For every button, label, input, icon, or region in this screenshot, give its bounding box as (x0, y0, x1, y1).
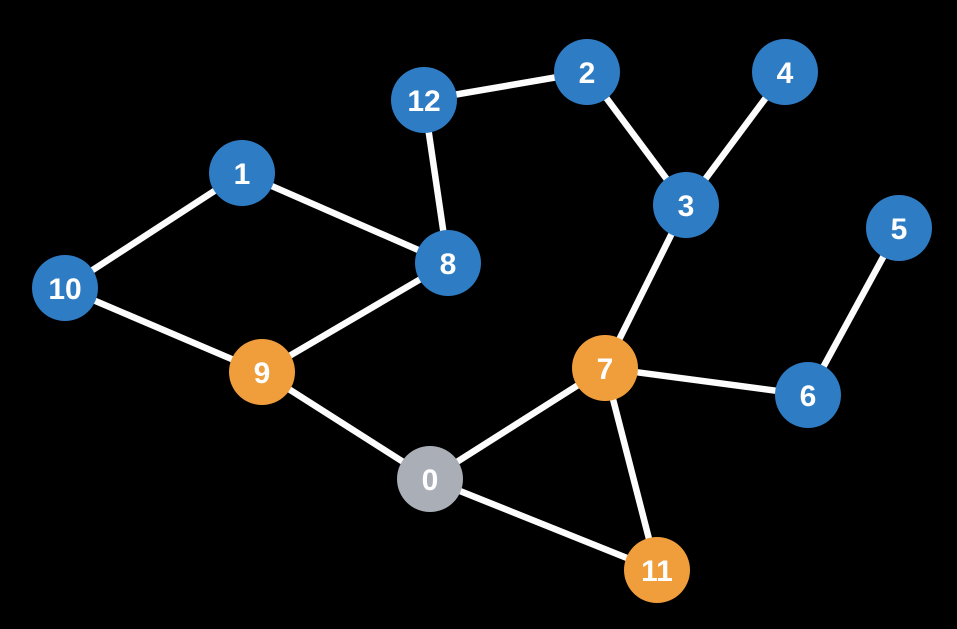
node-circle (866, 195, 932, 261)
node-circle (391, 67, 457, 133)
graph-node-3[interactable]: 3 (653, 172, 719, 238)
graph-node-1[interactable]: 1 (209, 140, 275, 206)
node-circle (209, 140, 275, 206)
graph-node-7[interactable]: 7 (572, 335, 638, 401)
graph-node-2[interactable]: 2 (554, 39, 620, 105)
node-circle (415, 230, 481, 296)
graph-node-12[interactable]: 12 (391, 67, 457, 133)
edge-1-8 (240, 170, 450, 266)
edge-7-11 (601, 367, 661, 571)
node-circle (653, 172, 719, 238)
graph-node-11[interactable]: 11 (624, 537, 690, 603)
edge-1-10 (63, 170, 244, 291)
node-circle (32, 255, 98, 321)
edges-layer (63, 68, 902, 574)
edge-6-7 (604, 364, 809, 399)
graph-node-4[interactable]: 4 (752, 39, 818, 105)
node-circle (397, 446, 463, 512)
node-circle (775, 362, 841, 428)
graph-node-8[interactable]: 8 (415, 230, 481, 296)
graph-node-9[interactable]: 9 (229, 339, 295, 405)
edge-0-9 (260, 369, 432, 482)
edge-0-7 (428, 365, 607, 482)
node-circle (752, 39, 818, 105)
edge-9-10 (63, 285, 264, 375)
graph-node-0[interactable]: 0 (397, 446, 463, 512)
node-circle (572, 335, 638, 401)
graph-node-5[interactable]: 5 (866, 195, 932, 261)
node-circle (229, 339, 295, 405)
edge-8-9 (260, 260, 450, 375)
graph-node-6[interactable]: 6 (775, 362, 841, 428)
edge-0-11 (428, 475, 659, 574)
node-circle (624, 537, 690, 603)
node-circle (554, 39, 620, 105)
graph-node-10[interactable]: 10 (32, 255, 98, 321)
